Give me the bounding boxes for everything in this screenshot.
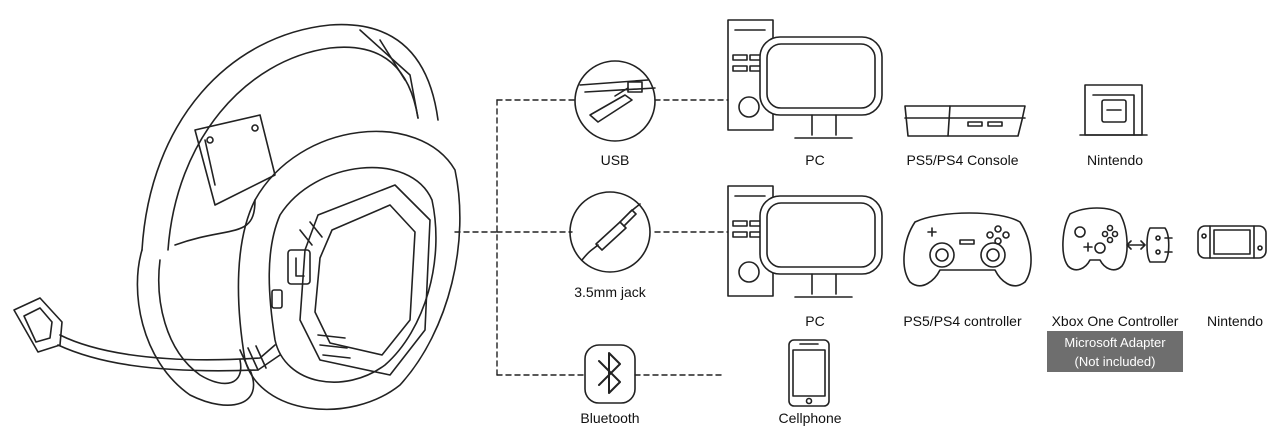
ps-controller-icon: [903, 212, 1032, 287]
nintendo-top-label: Nintendo: [1086, 152, 1144, 168]
nintendo-mid-label: Nintendo: [1206, 313, 1264, 329]
nintendo-dock-icon: [1079, 84, 1148, 136]
pc-icon-top: [727, 19, 883, 139]
exchange-arrow-icon: [1126, 240, 1146, 250]
ps-console-label: PS5/PS4 Console: [906, 152, 1019, 168]
cellphone-icon: [788, 339, 830, 407]
connector-lines: [454, 99, 729, 376]
usb-label: USB: [600, 152, 630, 168]
bluetooth-label: Bluetooth: [580, 410, 640, 426]
pc-mid-label: PC: [805, 313, 825, 329]
adapter-note-line1: Microsoft Adapter: [1064, 335, 1166, 350]
nintendo-switch-icon: [1197, 225, 1267, 259]
ps-console-icon: [904, 105, 1026, 137]
adapter-note-badge: Microsoft Adapter (Not included): [1047, 331, 1183, 372]
cellphone-label: Cellphone: [778, 410, 842, 426]
bluetooth-icon: [584, 344, 636, 404]
pc-top-label: PC: [805, 152, 825, 168]
xbox-adapter-icon: [1146, 227, 1173, 263]
xbox-controller-label: Xbox One Controller: [1051, 313, 1179, 329]
pc-icon-mid: [727, 185, 883, 298]
usb-dongle-icon: [574, 60, 656, 142]
ps-controller-label: PS5/PS4 controller: [903, 313, 1022, 329]
adapter-note-line2: (Not included): [1074, 354, 1156, 369]
headset-illustration: [13, 23, 461, 411]
jack-label: 3.5mm jack: [574, 284, 646, 300]
xbox-controller-icon: [1062, 207, 1128, 271]
audio-jack-icon: [569, 191, 651, 273]
